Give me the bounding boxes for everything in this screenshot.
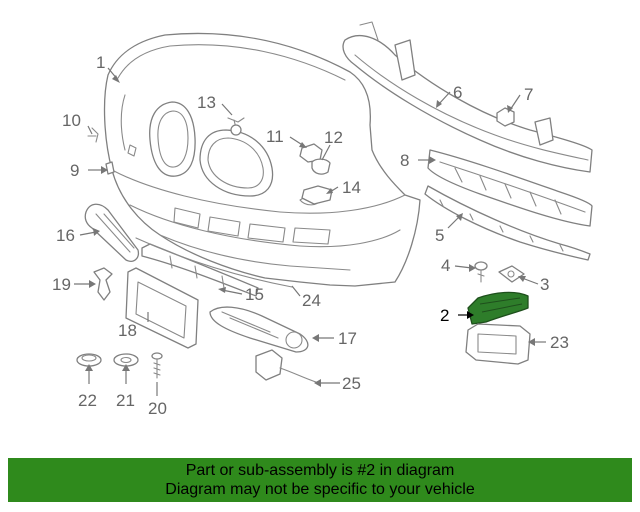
- leader-19: [74, 280, 96, 288]
- callout-23: 23: [550, 333, 569, 352]
- callout-15: 15: [245, 285, 264, 304]
- callout-10: 10: [62, 111, 81, 130]
- leader-15: [218, 287, 243, 295]
- callout-21: 21: [116, 391, 135, 410]
- leader-2: [458, 311, 474, 319]
- callout-19: 19: [52, 275, 71, 294]
- part-23-duct: [465, 323, 531, 365]
- leader-7: [507, 94, 521, 113]
- part-3-nut: [498, 265, 525, 283]
- leader-21: [122, 364, 130, 384]
- leader-5: [447, 213, 463, 229]
- leader-24: [291, 285, 301, 297]
- leader-9: [88, 166, 108, 174]
- part-19-clip: [93, 267, 113, 301]
- part-14-cover: [301, 185, 333, 205]
- part-10-clip: [87, 127, 99, 143]
- callout-1: 1: [96, 53, 105, 72]
- part-4-bolt: [474, 261, 488, 283]
- part-20-screw: [151, 352, 163, 379]
- callout-8: 8: [400, 151, 409, 170]
- leader-10: [87, 125, 93, 135]
- leader-6: [436, 91, 451, 108]
- bumper-cover-part: [103, 32, 421, 287]
- leader-11: [289, 136, 307, 148]
- leader-3: [518, 276, 539, 285]
- callout-13: 13: [197, 93, 216, 112]
- leader-14: [326, 186, 339, 194]
- leader-17: [312, 334, 334, 342]
- callout-3: 3: [540, 275, 549, 294]
- part-25-sensor: [255, 349, 317, 383]
- parts-diagram: 1 2 3 4 5 6 7 8 9 10 11 12 13 14 15 16 1…: [52, 21, 593, 418]
- leader-8: [418, 156, 436, 164]
- callout-14: 14: [342, 178, 361, 197]
- callout-7: 7: [524, 85, 533, 104]
- callout-12: 12: [324, 128, 343, 147]
- callout-11: 11: [266, 127, 284, 146]
- notice-line-2: Diagram may not be specific to your vehi…: [165, 481, 475, 498]
- callout-20: 20: [148, 399, 167, 418]
- part-7-nut: [496, 107, 515, 127]
- part-9-plug: [105, 161, 115, 175]
- bumper-strip-part: [424, 185, 591, 261]
- callout-5: 5: [435, 226, 444, 245]
- callout-6: 6: [453, 83, 462, 102]
- part-16-grille: [84, 203, 140, 262]
- leader-13: [221, 103, 233, 116]
- callout-17: 17: [338, 329, 357, 348]
- part-24-strip: [135, 237, 293, 288]
- part-18-plate: [125, 267, 199, 349]
- impact-absorber-part: [427, 149, 593, 227]
- leader-1: [107, 67, 120, 83]
- callout-2: 2: [440, 306, 449, 325]
- callout-24: 24: [302, 291, 321, 310]
- part-12-cap: [311, 158, 331, 175]
- callout-25: 25: [342, 374, 361, 393]
- leader-23: [528, 338, 546, 346]
- part-17-grille: [209, 306, 309, 353]
- leader-16: [79, 228, 100, 236]
- leader-lines: [74, 67, 546, 396]
- callout-16: 16: [56, 226, 75, 245]
- bumper-reinforcement-part: [342, 21, 593, 173]
- part-21-washer: [113, 353, 139, 367]
- leader-4: [454, 264, 476, 272]
- part-13-nozzle: [227, 117, 245, 136]
- notice-line-1: Part or sub-assembly is #2 in diagram: [185, 462, 455, 479]
- part-2-bracket-highlighted: [467, 291, 529, 325]
- leader-25: [314, 379, 340, 387]
- notice-banner: Part or sub-assembly is #2 in diagram Di…: [8, 458, 632, 502]
- leader-12: [321, 144, 331, 161]
- leader-22: [85, 364, 93, 384]
- callout-18: 18: [118, 321, 137, 340]
- callout-22: 22: [78, 391, 97, 410]
- callout-4: 4: [441, 256, 450, 275]
- callout-labels: 1 2 3 4 5 6 7 8 9 10 11 12 13 14 15 16 1…: [52, 53, 569, 418]
- callout-9: 9: [70, 161, 79, 180]
